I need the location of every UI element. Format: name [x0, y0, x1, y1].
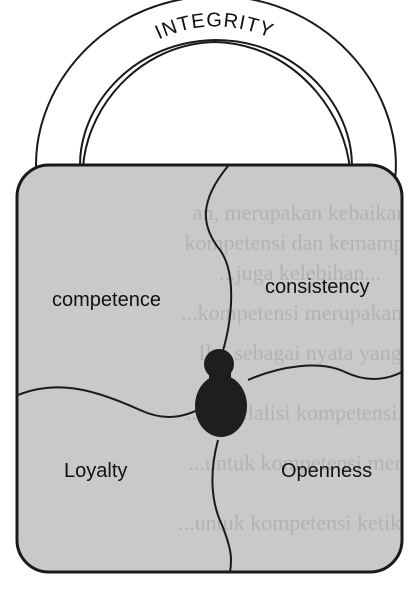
- quadrant-label-loyalty: Loyalty: [64, 460, 127, 482]
- bg-line-1: an, merupakan kebaikan: [193, 200, 407, 225]
- quadrant-label-competence: competence: [52, 289, 161, 311]
- bg-line-8: ...untuk kompetensi ketikan: [178, 510, 420, 535]
- bg-line-4: ...kompetensi merupakan...: [181, 300, 419, 325]
- bg-line-2: kompetensi dan kemampu: [185, 230, 416, 255]
- quadrant-label-consistency: consistency: [265, 276, 370, 298]
- quadrant-label-openness: Openness: [281, 460, 372, 482]
